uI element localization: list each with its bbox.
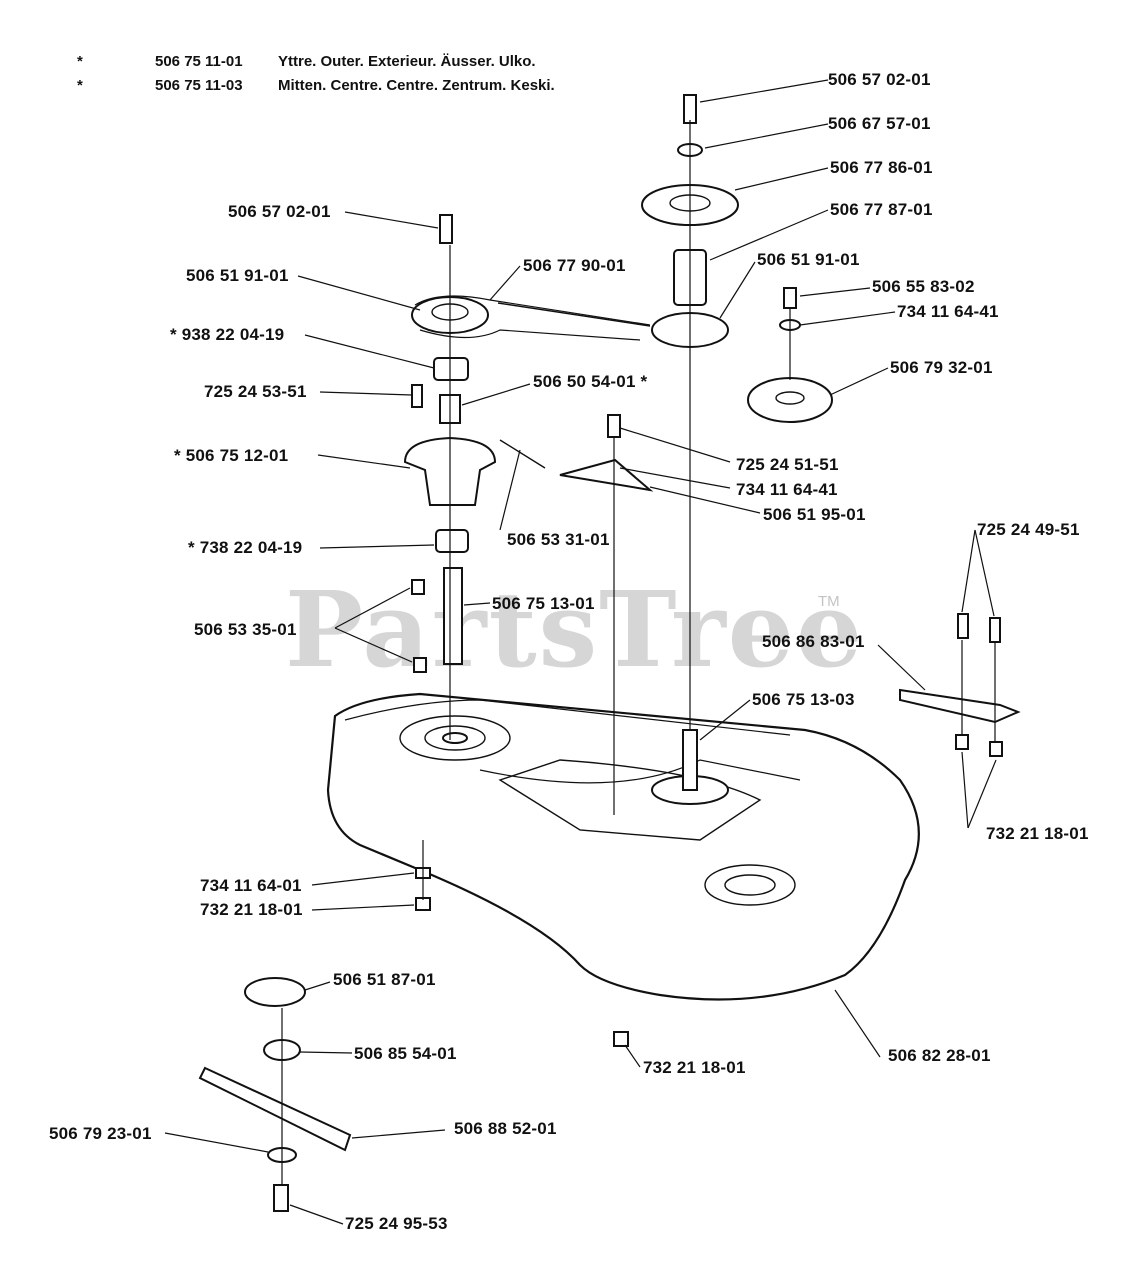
part-label: 734 11 64-01	[200, 876, 302, 895]
part-label: 506 51 91-01	[757, 250, 860, 269]
part-label: 732 21 18-01	[986, 824, 1089, 843]
bracket	[899, 688, 1021, 724]
part-label: 506 75 13-03	[752, 690, 855, 709]
part-label: 506 77 86-01	[830, 158, 933, 177]
part-label: 725 24 49-51	[977, 520, 1080, 539]
part-label: 506 79 32-01	[890, 358, 993, 377]
part-label: 506 53 35-01	[194, 620, 297, 639]
part-label: 506 51 95-01	[763, 505, 866, 524]
part-label: 506 77 90-01	[523, 256, 626, 275]
spindle-hole-left	[399, 715, 511, 761]
part-label: 734 11 64-41	[736, 480, 838, 499]
part-label: 506 57 02-01	[228, 202, 331, 221]
part-label: 506 51 87-01	[333, 970, 436, 989]
blade-hub	[244, 977, 306, 1007]
part-label: 506 53 31-01	[507, 530, 610, 549]
part-label: 506 75 13-01	[492, 594, 595, 613]
part-label: 506 50 54-01 *	[533, 372, 648, 391]
part-label: 732 21 18-01	[200, 900, 303, 919]
part-label: 725 24 95-53	[345, 1214, 448, 1233]
part-label: 506 79 23-01	[49, 1124, 152, 1143]
part-label: 506 82 28-01	[888, 1046, 991, 1065]
part-label: 725 24 53-51	[204, 382, 307, 401]
part-label: * 738 22 04-19	[188, 538, 303, 557]
part-label: 734 11 64-41	[897, 302, 999, 321]
part-label: 506 57 02-01	[828, 70, 931, 89]
tension-spring	[499, 439, 546, 469]
note-mark: *	[77, 77, 83, 94]
part-label: 506 85 54-01	[354, 1044, 457, 1063]
part-label: 506 88 52-01	[454, 1119, 557, 1138]
note-description: Mitten. Centre. Centre. Zentrum. Keski.	[278, 77, 555, 94]
idler-arm	[559, 458, 654, 492]
part-label: 506 77 87-01	[830, 200, 933, 219]
leader-lines	[164, 79, 997, 1225]
watermark: PartsTree	[285, 568, 865, 691]
cutting-blade	[198, 1066, 352, 1152]
note-part-number: 506 75 11-03	[155, 77, 243, 94]
note-part-number: 506 75 11-01	[155, 53, 243, 70]
part-label: 506 86 83-01	[762, 632, 865, 651]
idler-pulley-right	[747, 377, 833, 423]
part-label: 506 55 83-02	[872, 277, 975, 296]
mower-deck	[326, 692, 920, 1001]
part-label: 725 24 51-51	[736, 455, 839, 474]
part-label: 506 51 91-01	[186, 266, 289, 285]
spindle-hole-right	[704, 864, 796, 906]
part-label: 506 67 57-01	[828, 114, 931, 133]
part-label: * 506 75 12-01	[174, 446, 289, 465]
note-mark: *	[77, 53, 83, 70]
watermark-trademark: TM	[818, 593, 840, 610]
part-label: 732 21 18-01	[643, 1058, 746, 1077]
part-label: * 938 22 04-19	[170, 325, 285, 344]
note-description: Yttre. Outer. Exterieur. Äusser. Ulko.	[278, 53, 536, 70]
